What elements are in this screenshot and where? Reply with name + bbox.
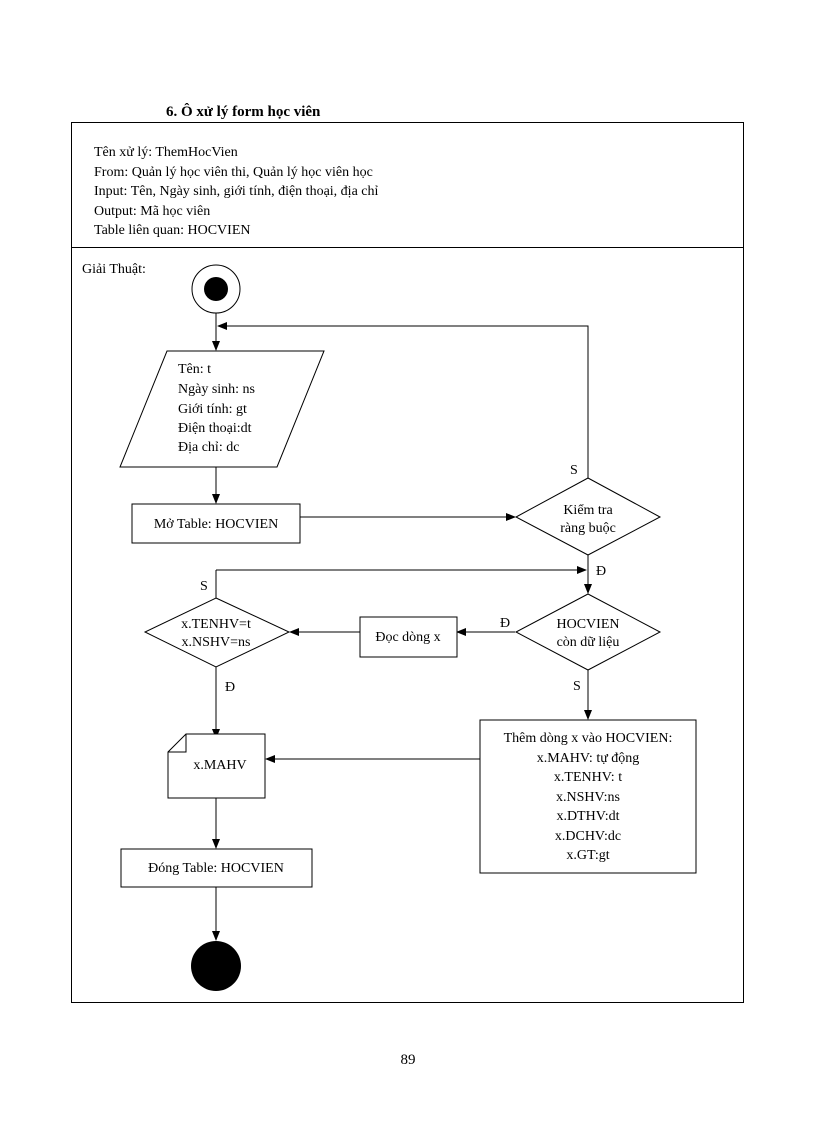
compare-true-label: Đ [225, 680, 235, 695]
connector-lines [212, 313, 592, 941]
insert-row-box: Thêm dòng x vào HOCVIEN: x.MAHV: tự động… [479, 719, 697, 874]
read-row-box: Đọc dòng x [359, 616, 458, 658]
output-document: x.MAHV [167, 733, 266, 799]
data-remaining-diamond: HOCVIEN còn dữ liệu [514, 593, 662, 671]
process-from-line: From: Quản lý học viên thi, Quản lý học … [94, 164, 373, 180]
loop-label-line1: HOCVIEN [557, 617, 620, 632]
start-node [191, 264, 241, 314]
input-name-label: Tên: t [178, 362, 211, 377]
input-address-label: Địa chỉ: dc [178, 440, 239, 455]
check-label-line1: Kiểm tra [563, 503, 613, 518]
compare-false-label: S [200, 579, 208, 594]
read-row-label: Đọc dòng x [375, 630, 440, 645]
compare-diamond: x.TENHV=t x.NSHV=ns [143, 597, 291, 668]
end-node [191, 941, 241, 991]
process-name-line: Tên xử lý: ThemHocVien [94, 145, 238, 160]
loop-label-line2: còn dữ liệu [557, 635, 620, 650]
close-table-label: Đóng Table: HOCVIEN [148, 861, 284, 876]
input-gender-label: Giới tính: gt [178, 402, 247, 417]
insert-label-line5: x.DTHV:dt [556, 809, 619, 824]
open-table-label: Mở Table: HOCVIEN [154, 517, 278, 532]
input-parallelogram: Tên: t Ngày sinh: ns Giới tính: gt Điện … [119, 350, 325, 468]
check-false-label: S [570, 463, 578, 478]
check-label-line2: ràng buộc [560, 521, 616, 536]
insert-label-line4: x.NSHV:ns [556, 790, 620, 805]
section-heading: 6. Ô xử lý form học viên [166, 104, 321, 120]
input-birthdate-label: Ngày sinh: ns [178, 382, 255, 397]
check-constraints-diamond: Kiểm tra ràng buộc [514, 477, 662, 556]
compare-label-line1: x.TENHV=t [181, 617, 251, 632]
open-table-box: Mở Table: HOCVIEN [131, 503, 301, 544]
process-info-lines: Tên xử lý: ThemHocVien From: Quản lý học… [94, 143, 378, 241]
insert-label-line2: x.MAHV: tự động [537, 751, 640, 766]
close-table-box: Đóng Table: HOCVIEN [120, 848, 313, 888]
insert-label-line7: x.GT:gt [566, 848, 609, 863]
loop-true-label: Đ [500, 616, 510, 631]
compare-label-line2: x.NSHV=ns [182, 635, 251, 650]
process-output-line: Output: Mã học viên [94, 203, 211, 219]
insert-label-line6: x.DCHV:dc [555, 829, 621, 844]
check-true-label: Đ [596, 564, 606, 579]
insert-label-line1: Thêm dòng x vào HOCVIEN: [504, 731, 673, 746]
output-document-label: x.MAHV [193, 758, 246, 773]
insert-label-line3: x.TENHV: t [554, 770, 622, 785]
loop-false-label: S [573, 679, 581, 694]
process-table-line: Table liên quan: HOCVIEN [94, 223, 251, 238]
input-phone-label: Điện thoại:dt [178, 421, 252, 436]
algorithm-label: Giải Thuật: [82, 262, 146, 277]
algorithm-box: Giải Thuật: [71, 247, 744, 1003]
process-input-line: Input: Tên, Ngày sinh, giới tính, điện t… [94, 184, 379, 199]
page-number: 89 [400, 1052, 416, 1068]
